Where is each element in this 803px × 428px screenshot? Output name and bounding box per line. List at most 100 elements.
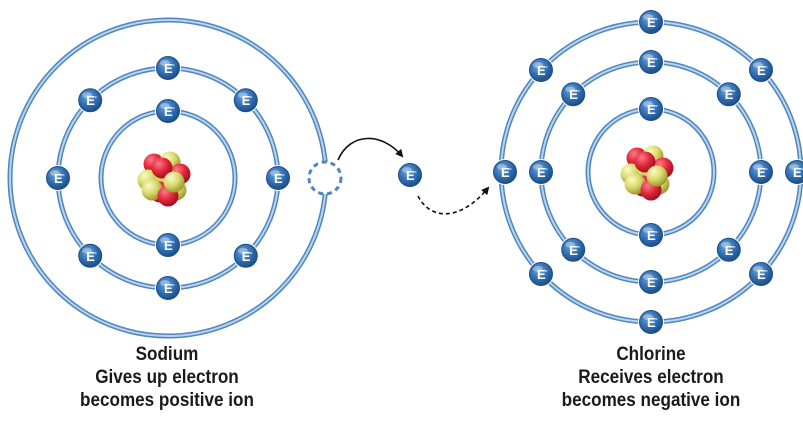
electron-label: E bbox=[757, 165, 766, 180]
sodium-ion-note: becomes positive ion bbox=[80, 390, 254, 411]
chlorine-nucleus bbox=[620, 145, 674, 201]
chlorine-name: Chlorine bbox=[616, 344, 686, 365]
electron-label: E bbox=[242, 93, 251, 108]
electron-charge: - bbox=[172, 280, 175, 289]
electron: E- bbox=[715, 236, 742, 263]
chlorine-ion-note: becomes negative ion bbox=[561, 390, 741, 411]
electron: E- bbox=[232, 87, 259, 114]
electron-label: E bbox=[406, 168, 415, 183]
transfer-arrow-top bbox=[337, 137, 404, 161]
electron-label: E bbox=[647, 102, 656, 117]
sodium-nucleus bbox=[137, 151, 191, 207]
electron-charge: - bbox=[765, 62, 768, 71]
electron: E- bbox=[638, 9, 664, 35]
sodium-caption: Sodium Gives up electron becomes positiv… bbox=[59, 343, 275, 412]
electron-label: E bbox=[164, 281, 173, 296]
electron-charge: - bbox=[655, 274, 658, 283]
electron: E- bbox=[638, 96, 664, 122]
electron-charge: - bbox=[94, 92, 97, 101]
electron: E- bbox=[638, 49, 664, 75]
electron-label: E bbox=[647, 228, 656, 243]
electron-label: E bbox=[537, 267, 546, 282]
neutron bbox=[624, 173, 646, 195]
electron: E- bbox=[784, 159, 803, 185]
electron: E- bbox=[715, 81, 742, 108]
chlorine-electrons: E-E-E-E-E-E-E-E-E-E-E-E-E-E-E-E-E-E- bbox=[492, 9, 803, 335]
sodium-atom: E-E-E-E-E-E-E-E-E-E- bbox=[7, 17, 343, 339]
electron-charge: - bbox=[282, 170, 285, 179]
electron-charge: - bbox=[545, 266, 548, 275]
electron: E- bbox=[638, 309, 664, 335]
electron-charge: - bbox=[62, 170, 65, 179]
electron-label: E bbox=[501, 165, 510, 180]
electron-charge: - bbox=[655, 101, 658, 110]
electron-charge: - bbox=[655, 54, 658, 63]
electron-charge: - bbox=[765, 266, 768, 275]
electron-charge: - bbox=[509, 164, 512, 173]
chlorine-atom: E-E-E-E-E-E-E-E-E-E-E-E-E-E-E-E-E-E- bbox=[492, 9, 803, 335]
electron-charge: - bbox=[801, 164, 803, 173]
electron: E- bbox=[638, 269, 664, 295]
neutron bbox=[163, 171, 185, 193]
electron-label: E bbox=[647, 55, 656, 70]
electron-charge: - bbox=[250, 248, 253, 257]
electron-charge: - bbox=[545, 164, 548, 173]
electron: E- bbox=[528, 57, 554, 83]
sodium-description: Gives up electron bbox=[95, 367, 239, 388]
electron-label: E bbox=[86, 249, 95, 264]
electron-label: E bbox=[164, 104, 173, 119]
electron-label: E bbox=[569, 87, 578, 102]
electron: E- bbox=[528, 261, 554, 287]
electron: E- bbox=[560, 81, 587, 108]
electron: E- bbox=[155, 232, 181, 258]
electron: E- bbox=[528, 159, 554, 185]
electron-label: E bbox=[54, 171, 63, 186]
electron-charge: - bbox=[172, 103, 175, 112]
sodium-electrons: E-E-E-E-E-E-E-E-E-E- bbox=[45, 55, 291, 301]
electron-charge: - bbox=[655, 14, 658, 23]
chlorine-caption: Chlorine Receives electron becomes negat… bbox=[543, 343, 759, 412]
neutron bbox=[646, 165, 668, 187]
electron: E- bbox=[397, 162, 423, 188]
electron-label: E bbox=[242, 249, 251, 264]
electron-charge: - bbox=[250, 92, 253, 101]
electron: E- bbox=[155, 98, 181, 124]
electron-label: E bbox=[725, 243, 734, 258]
electron: E- bbox=[155, 275, 181, 301]
electron: E- bbox=[638, 222, 664, 248]
electron-charge: - bbox=[733, 242, 736, 251]
electron-transfer: E- bbox=[337, 137, 490, 215]
electron-charge: - bbox=[655, 227, 658, 236]
electron-charge: - bbox=[94, 248, 97, 257]
proton bbox=[151, 157, 173, 179]
sodium-name: Sodium bbox=[135, 344, 199, 365]
electron: E- bbox=[748, 159, 774, 185]
transferred-electron: E- bbox=[397, 162, 423, 188]
electron-charge: - bbox=[172, 237, 175, 246]
electron: E- bbox=[748, 57, 774, 83]
electron-label: E bbox=[647, 315, 656, 330]
electron-label: E bbox=[757, 63, 766, 78]
electron: E- bbox=[45, 165, 71, 191]
electron-label: E bbox=[164, 238, 173, 253]
electron-label: E bbox=[725, 87, 734, 102]
electron-charge: - bbox=[733, 86, 736, 95]
electron-label: E bbox=[274, 171, 283, 186]
electron: E- bbox=[155, 55, 181, 81]
electron: E- bbox=[232, 242, 259, 269]
electron: E- bbox=[560, 236, 587, 263]
electron-label: E bbox=[569, 243, 578, 258]
electron-label: E bbox=[647, 15, 656, 30]
electron-charge: - bbox=[172, 60, 175, 69]
electron-label: E bbox=[537, 63, 546, 78]
electron-charge: - bbox=[655, 314, 658, 323]
electron-label: E bbox=[86, 93, 95, 108]
electron-charge: - bbox=[577, 86, 580, 95]
electron: E- bbox=[748, 261, 774, 287]
electron: E- bbox=[265, 165, 291, 191]
electron: E- bbox=[77, 242, 104, 269]
electron-charge: - bbox=[414, 167, 417, 176]
transfer-arrow-bottom bbox=[417, 186, 490, 215]
